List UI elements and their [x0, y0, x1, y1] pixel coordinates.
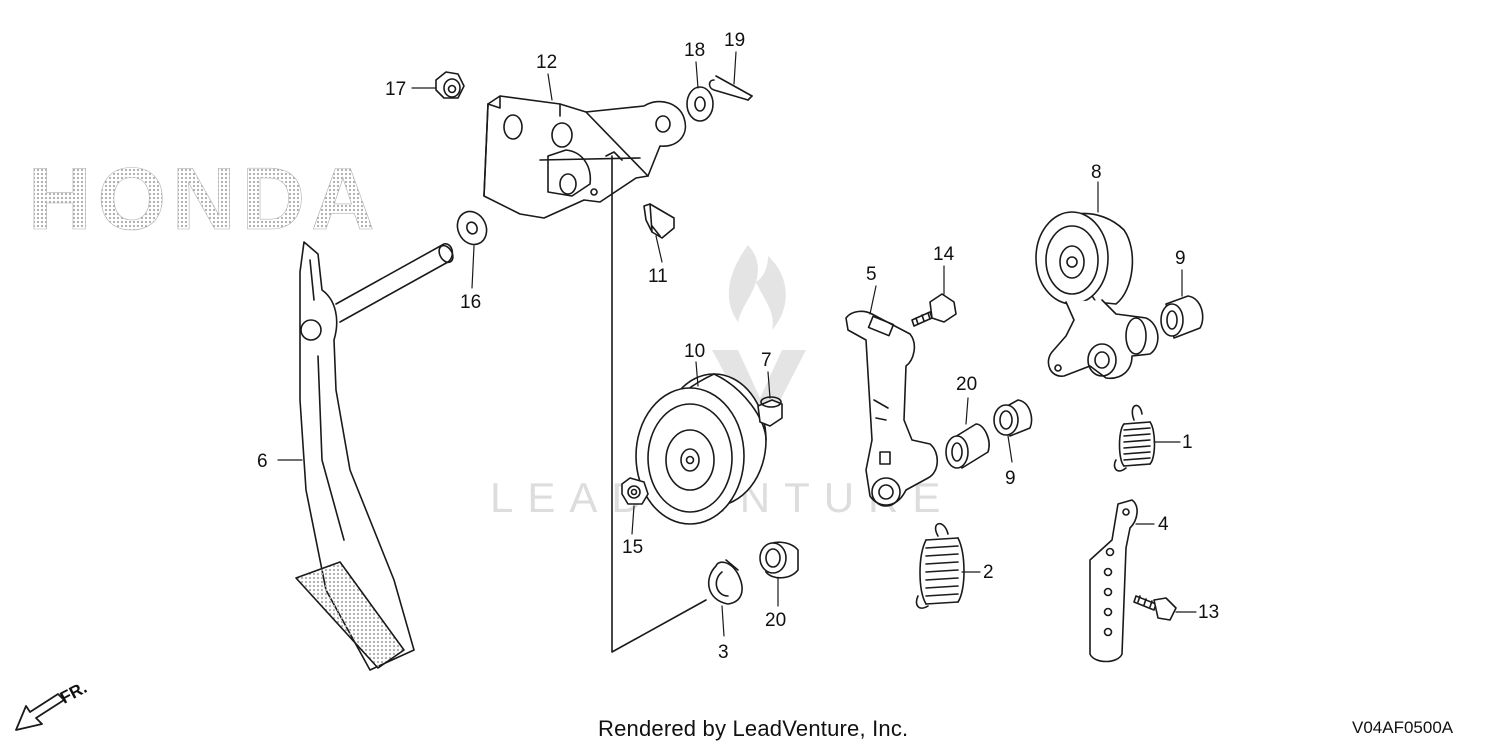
brand-watermark: HONDA: [28, 149, 381, 248]
part-11-cushion: [643, 203, 675, 239]
callout-9-middle: 9: [1005, 468, 1016, 489]
callout-15: 15: [622, 537, 643, 558]
part-14-flange-bolt: [911, 293, 957, 327]
part-20-bushing-lower: [759, 541, 799, 579]
render-credit: Rendered by LeadVenture, Inc.: [598, 716, 909, 741]
callout-2: 2: [983, 562, 994, 583]
part-16-washer: [456, 210, 488, 246]
callout-5: 5: [866, 264, 877, 285]
part-4-plate: [1089, 499, 1138, 663]
callout-18: 18: [684, 40, 705, 61]
part-18-washer: [686, 86, 714, 122]
callout-labels: 1 2 3 4 5 6 7 8 9 9 10 11 12 13 14 15 16…: [257, 30, 1219, 663]
callout-4: 4: [1158, 514, 1169, 535]
callout-19: 19: [724, 30, 745, 51]
callout-20-upper: 20: [956, 374, 977, 395]
callout-7: 7: [761, 350, 772, 371]
part-12-bracket: [483, 95, 687, 219]
callout-11: 11: [648, 266, 668, 287]
diagram-code: V04AF0500A: [1352, 718, 1454, 737]
callout-17: 17: [385, 79, 406, 100]
part-6-pedal: [295, 241, 454, 671]
part-8-tension-pulley: [1035, 211, 1159, 380]
part-19-cotter-pin: [708, 75, 753, 101]
callout-1: 1: [1182, 432, 1193, 453]
callout-9-upper: 9: [1175, 248, 1186, 269]
publisher-logo-watermark: [712, 245, 806, 420]
assembly-guide-line: [611, 155, 707, 653]
callout-13: 13: [1198, 602, 1219, 623]
callout-16: 16: [460, 292, 481, 313]
leader-lines: [277, 51, 1197, 637]
part-13-flange-bolt: [1133, 595, 1177, 621]
part-17-flange-nut: [435, 71, 465, 99]
callout-12: 12: [536, 52, 557, 73]
front-direction-marker: FR.: [15, 678, 90, 731]
callout-6: 6: [257, 451, 268, 472]
callout-10: 10: [684, 341, 705, 362]
callout-3: 3: [718, 642, 729, 663]
part-1-spring: [1113, 404, 1156, 472]
part-3-clip: [707, 559, 743, 605]
callout-20-lower: 20: [765, 610, 786, 631]
part-10-idler-pulley: [635, 373, 767, 525]
arrow-down-left-icon: [15, 693, 65, 731]
part-2-spring: [915, 522, 965, 609]
part-7-collar: [757, 396, 783, 427]
part-9-bushing-upper: [1160, 295, 1204, 339]
part-20-bushing-upper: [945, 423, 990, 469]
callout-8: 8: [1091, 162, 1102, 183]
part-9-bushing-middle: [993, 399, 1033, 437]
callout-14: 14: [933, 244, 955, 265]
part-15-flange-nut: [621, 477, 649, 505]
front-label: FR.: [57, 678, 90, 708]
